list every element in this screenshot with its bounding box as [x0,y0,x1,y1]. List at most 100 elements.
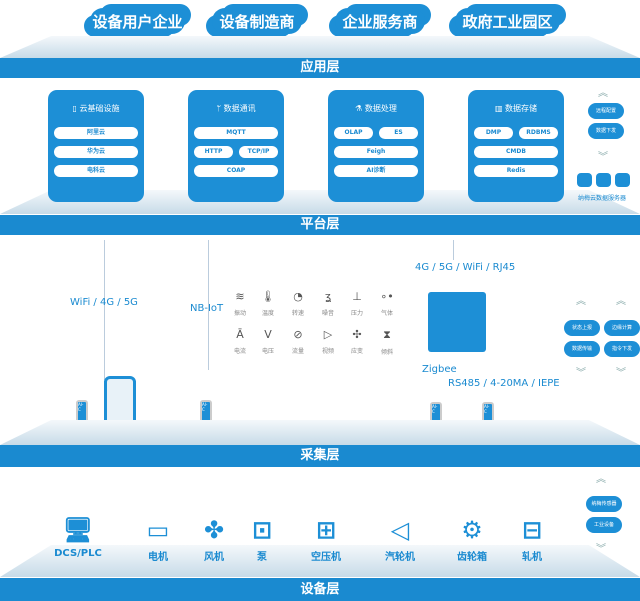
cloud-app-2: 企业服务商 [335,8,425,34]
computer-icon: 🖥 [62,516,94,544]
side-cloud: 远程配置 [588,103,624,119]
turbine-icon: ◁ [390,516,410,544]
pill: Feigh [334,146,418,158]
server-label: 纳梅云数据服务器 [578,195,627,202]
panel-cloud-infra: ▯ 云基础设施 阿里云 华为云 电科云 [48,90,144,202]
video-icon: ▷ [323,328,333,341]
device-label: 电机 [148,552,168,563]
side-cloud: 数据传输 [564,341,600,357]
pill: COAP [194,165,278,177]
sensor-label: 电压 [261,348,274,355]
pill: TCP/IP [239,146,278,158]
thermometer-icon: 🌡 [261,290,275,303]
gas-icon: ∘• [380,290,394,303]
application-layer-band: 应用层 [0,58,640,78]
device: ▭ 电机 [128,516,188,563]
sensor-type: ◔转速 [281,290,315,317]
device-label: 轧机 [522,552,542,563]
tablet-icon: ▯ [72,104,80,113]
sensor-label: 应变 [350,348,363,355]
floor [0,420,640,445]
sensor-type: ⊘ 流量 [281,328,315,355]
sensor-label: 气体 [380,310,393,317]
sensor-label: 电流 [233,348,246,355]
sensor-type: V 电压 [251,328,285,355]
sensor-label: 温度 [261,310,274,317]
sensor-type: ▷ 视频 [311,328,345,355]
zigbee-label: Zigbee [422,364,457,375]
sensor-label: 振动 [233,310,246,317]
device-label: 泵 [257,552,267,563]
pill: HTTP [194,146,233,158]
pill: 华为云 [54,146,138,158]
sensor-type: 🌡 温度 [251,290,285,317]
hourglass-icon: ⧗ [383,328,391,341]
database-icon [596,173,611,187]
side-cloud: 状态上报 [564,320,600,336]
device: ⊟ 轧机 [502,516,562,563]
line [453,240,454,260]
pill: 电科云 [54,165,138,177]
sensor-label: 转速 [291,310,304,317]
sensor-type: Ā 电流 [223,328,257,355]
gateway-top-label: 4G / 5G / WiFi / RJ45 [415,262,516,273]
side-cloud: 边缘计算 [604,320,640,336]
database-icon [615,173,630,187]
pill: Redis [474,165,558,177]
device-label: 风机 [204,552,224,563]
collection-layer-band: 采集层 [0,445,640,467]
pill: MQTT [194,127,278,139]
platform-layer-band: 平台层 [0,215,640,235]
chevron-up-icon: ︽ [616,296,626,307]
sensor-label: 流量 [291,348,304,355]
motor-icon: ▭ [146,516,170,544]
sensor-label: 噪音 [321,310,334,317]
voltage-icon: V [264,328,272,341]
pill: RDBMS [519,127,558,139]
chevron-up-icon: ︽ [598,88,608,99]
device: 🖥DCS/PLC [48,516,108,559]
sensor-label: 视频 [321,348,334,355]
sensor-type: ∘• 气体 [370,290,404,317]
sensor-label: 倾斜 [380,349,393,356]
pill: OLAP [334,127,373,139]
gateway-device-icon [428,292,486,352]
side-cloud: 指令下发 [604,341,640,357]
pill: 阿里云 [54,127,138,139]
flow-icon: ⊘ [293,328,303,341]
chevron-up-icon: ︽ [596,474,606,485]
fan-icon: ✤ [203,516,225,544]
device: ⊞ 空压机 [296,516,356,563]
cloud-app-0: 设备用户企业 [90,8,185,34]
database-icons [577,173,630,187]
pump-icon: ⊡ [251,516,273,544]
sensor-type: ≋振动 [223,290,257,317]
pill: CMDB [474,146,558,158]
pill: ES [379,127,418,139]
pill: DMP [474,127,513,139]
device-label: 空压机 [311,552,341,563]
sensor-type: ✣应变 [340,328,374,355]
floor [0,545,640,577]
device-label: 汽轮机 [385,552,415,563]
chevron-down-icon: ︾ [576,368,586,379]
compressor-icon: ⊞ [315,516,337,544]
panel-title: 数据存储 [505,104,538,113]
storage-icon: ▥ [494,104,506,113]
side-cloud: 工业设备 [586,517,622,533]
mill-icon: ⊟ [521,516,543,544]
chevron-down-icon: ︾ [596,544,606,555]
sensor-label: 压力 [350,310,363,317]
device: ◁ 汽轮机 [370,516,430,563]
pill: AI诊断 [334,165,418,177]
nbiot-label: NB-IoT [190,303,224,314]
side-cloud: 纳梅传感器 [586,496,622,512]
device-layer-band: 设备层 [0,578,640,601]
line [208,240,209,370]
cloud-app-3: 政府工业园区 [455,8,560,34]
current-icon: Ā [236,328,244,341]
side-cloud: 数据下发 [588,123,624,139]
panel-title: 数据处理 [364,104,397,113]
floor [0,36,640,58]
